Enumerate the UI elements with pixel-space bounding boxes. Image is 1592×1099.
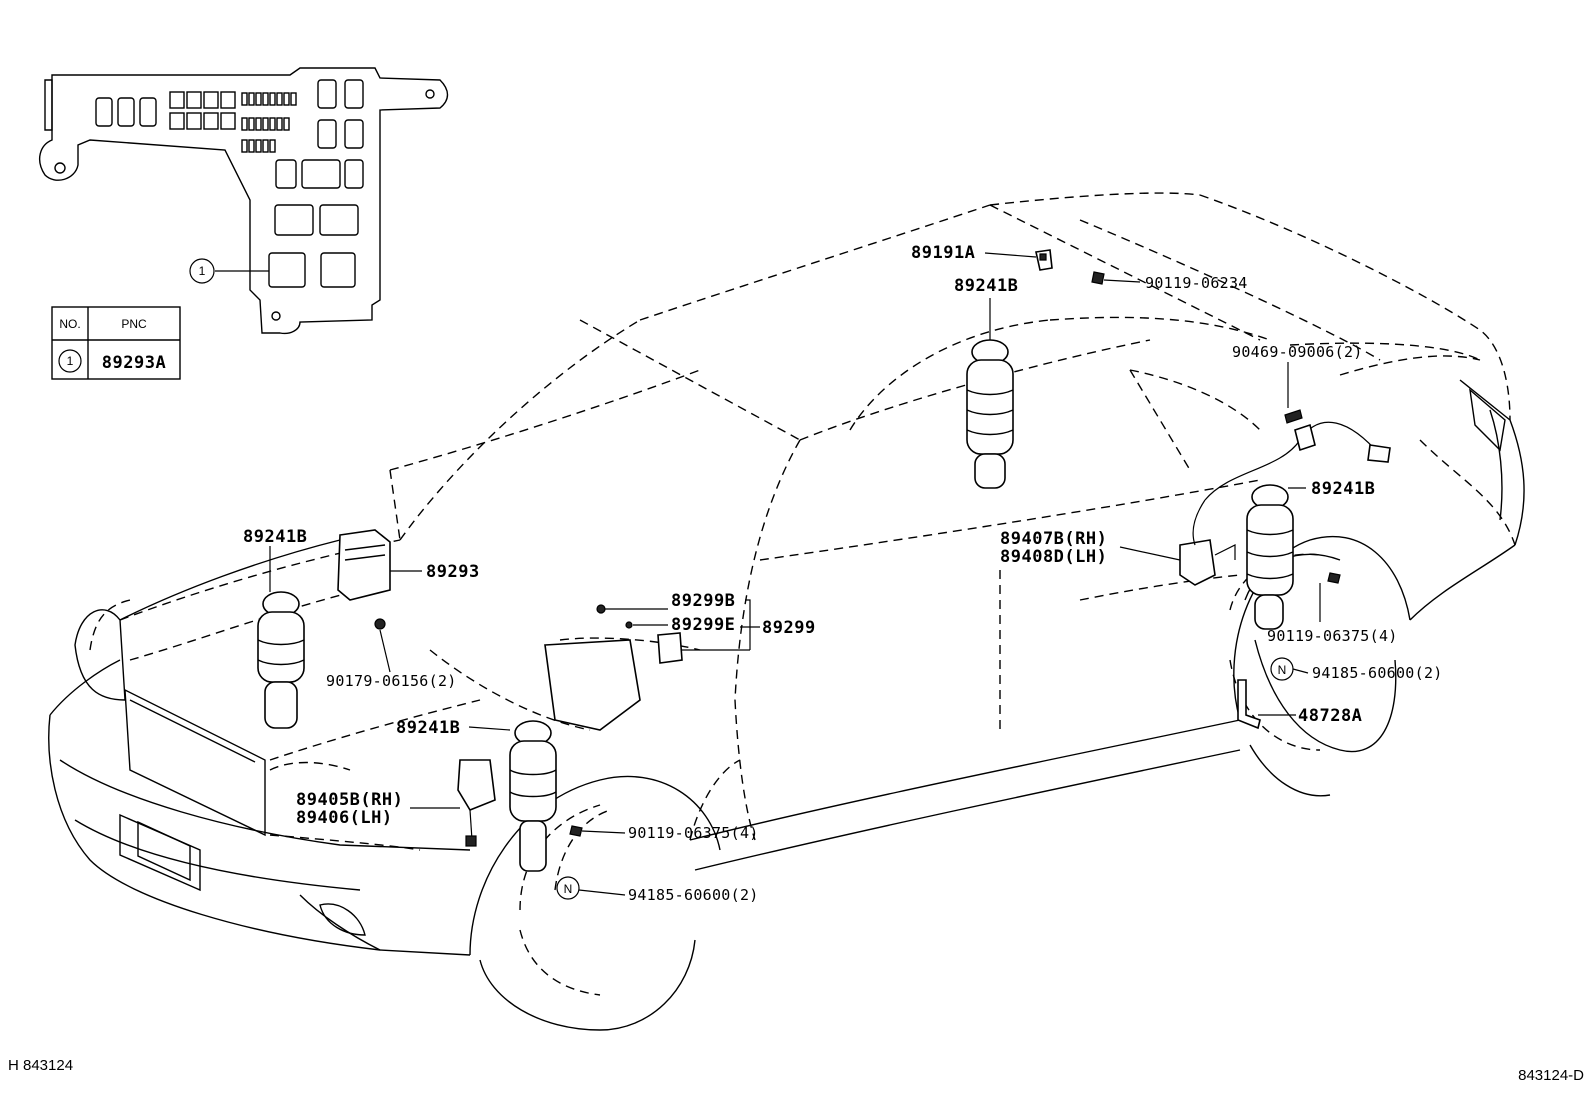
label-89241B-front-right: 89241B xyxy=(396,718,460,738)
label-89293: 89293 xyxy=(426,562,480,582)
label-89241B-front-left: 89241B xyxy=(243,527,307,547)
mini-fuse-row xyxy=(241,92,297,153)
table-row-pnc: 89293A xyxy=(102,353,166,373)
car-body-hidden-lines xyxy=(89,192,1516,996)
part-labels: 89191A 90119-06234 89241B 90469-09006(2)… xyxy=(243,243,1443,904)
table-row-no: 1 xyxy=(67,354,74,368)
clip-89191A-icon xyxy=(1035,249,1053,271)
leader-lines xyxy=(269,252,1321,896)
ecu-89293-icon xyxy=(337,529,391,630)
junction-block: 1 xyxy=(38,67,449,335)
rear-right-air-spring-icon xyxy=(1246,484,1294,630)
rear-air-spring-top-icon xyxy=(966,339,1014,489)
front-height-sensor-icon xyxy=(457,759,496,847)
label-89406: 89406(LH) xyxy=(296,808,393,828)
label-90179-06156: 90179-06156(2) xyxy=(326,672,457,690)
label-90469-09006: 90469-09006(2) xyxy=(1232,343,1363,361)
label-90119-06234: 90119-06234 xyxy=(1145,274,1248,292)
label-89407B: 89407B(RH) xyxy=(1000,529,1107,549)
label-89241B-rear-right: 89241B xyxy=(1311,479,1375,499)
n-marker-rear-label: N xyxy=(1278,663,1287,677)
label-89405B: 89405B(RH) xyxy=(296,790,403,810)
front-left-air-spring-icon xyxy=(257,591,305,729)
callout-1-number: 1 xyxy=(199,264,206,278)
label-90119-06375-front: 90119-06375(4) xyxy=(628,824,759,842)
label-89241B-rear-top: 89241B xyxy=(954,276,1018,296)
n-marker-rear-icon: N xyxy=(1270,657,1294,681)
rear-height-sensor-icon xyxy=(1179,409,1391,586)
bolt-front-90119-06375-icon xyxy=(569,825,583,837)
label-89408D: 89408D(LH) xyxy=(1000,547,1107,567)
diagram-id-left: H 843124 xyxy=(8,1057,73,1074)
label-48728A: 48728A xyxy=(1298,706,1362,726)
label-94185-60600-rear: 94185-60600(2) xyxy=(1312,664,1443,682)
label-90119-06375-rear: 90119-06375(4) xyxy=(1267,627,1398,645)
car-body-outline xyxy=(48,379,1525,1031)
n-marker-front-icon: N xyxy=(556,876,580,900)
pnc-table: NO. PNC 1 89293A xyxy=(51,306,181,380)
diagram-id-right: 843124-D xyxy=(1518,1067,1584,1084)
front-right-air-spring-icon xyxy=(509,639,641,872)
table-header-no: NO. xyxy=(59,317,80,331)
table-header-pnc: PNC xyxy=(121,317,147,331)
bolt-90119-06234-icon xyxy=(1091,271,1105,285)
label-94185-60600-front: 94185-60600(2) xyxy=(628,886,759,904)
label-89299: 89299 xyxy=(762,618,816,638)
label-89191A: 89191A xyxy=(911,243,975,263)
label-89299B: 89299B xyxy=(671,591,735,611)
n-marker-front-label: N xyxy=(564,882,573,896)
bolt-rear-90119-06375-icon xyxy=(1327,572,1341,584)
sensor-89299-icon xyxy=(596,604,683,664)
label-89299E: 89299E xyxy=(671,615,735,635)
bracket-48728A-icon xyxy=(1237,679,1261,730)
